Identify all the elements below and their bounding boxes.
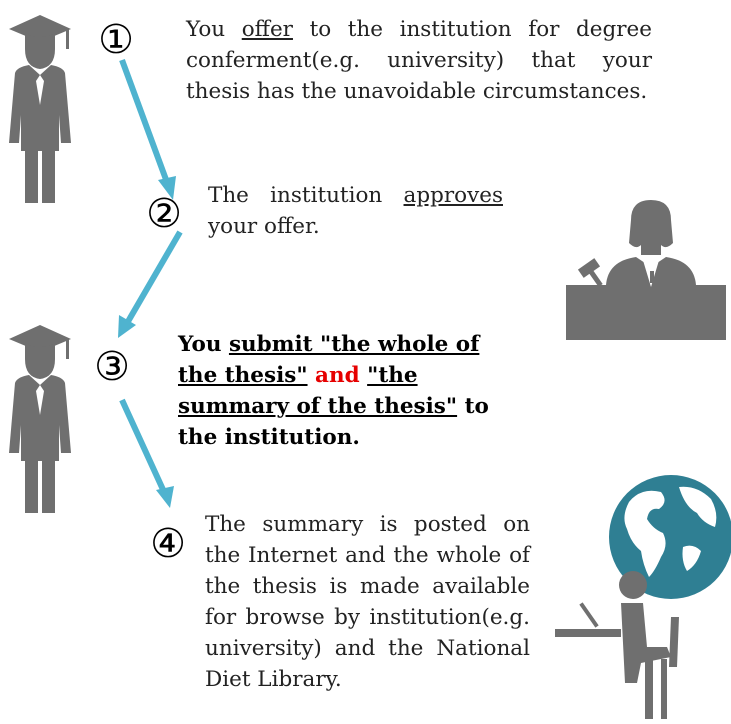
globe-user-icon: [555, 475, 731, 719]
step-2-number: ②: [146, 191, 182, 237]
step-4-text: The summary is posted on the Internet an…: [205, 512, 530, 692]
graduate-icon: [9, 325, 71, 513]
arrow-1-to-2: [119, 58, 171, 187]
step-2-text: The institution approves your offer.: [208, 183, 503, 239]
step-1-text: You offer to the institution for degree …: [186, 17, 653, 104]
graduate-icon: [9, 15, 71, 203]
arrow-3-to-4: [119, 398, 168, 496]
arrow-2-to-3: [123, 230, 183, 327]
step-3-number: ③: [94, 344, 130, 390]
judge-icon: [566, 200, 726, 340]
step-1-number: ①: [98, 17, 134, 63]
arrowhead-2: [118, 315, 136, 338]
arrowhead-1: [158, 176, 176, 200]
step-4-number: ④: [150, 521, 186, 567]
arrowhead-3: [156, 486, 174, 508]
step-3-text: You submit "the whole of the thesis" and…: [178, 332, 489, 450]
